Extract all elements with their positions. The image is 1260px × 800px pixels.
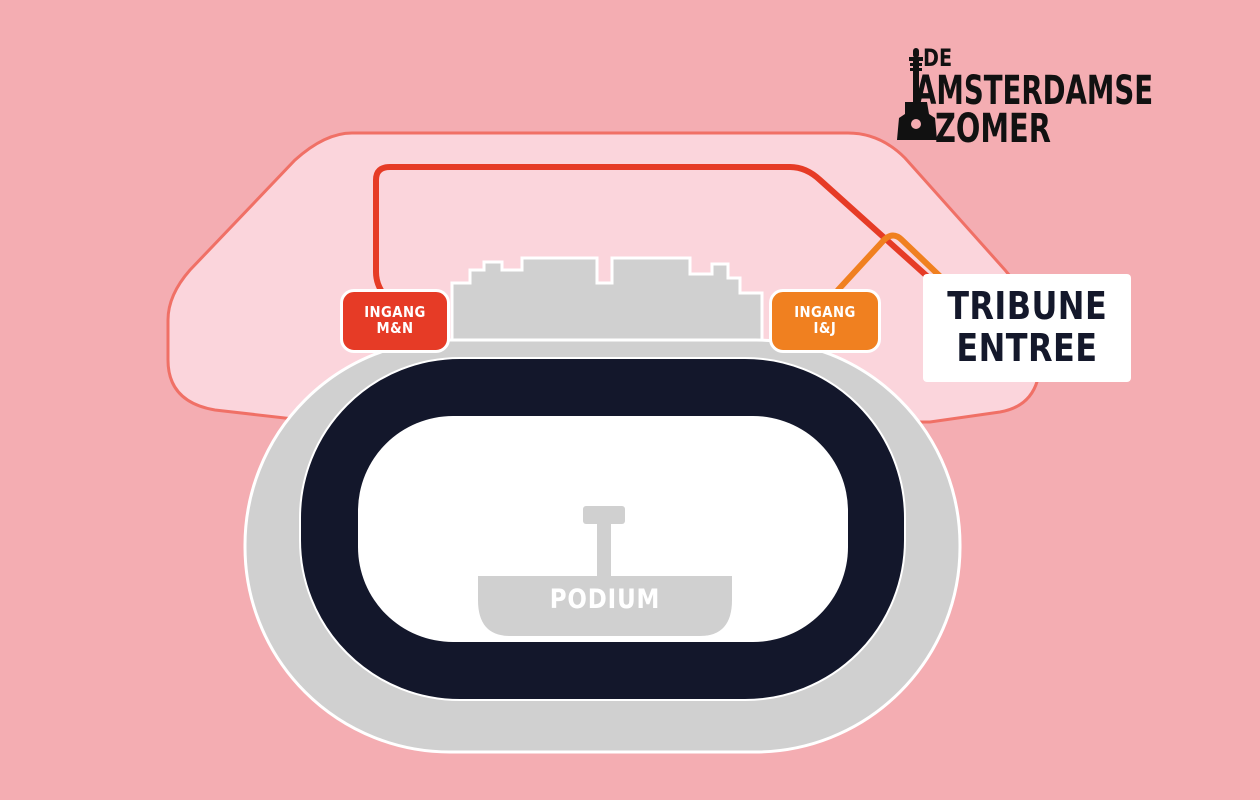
logo-line-zomer: ZOMER [935,106,1051,152]
podium-text: PODIUM [549,584,661,615]
route-ij [835,232,949,293]
gate-mn-label[interactable]: INGANG M&N [340,289,450,353]
gate-ij-line1: INGANG [794,303,856,322]
tribune-entrance-label[interactable]: TRIBUNE ENTREE [923,274,1131,382]
gate-mn-line2: M&N [376,319,414,337]
event-logo: DE AMSTERDAMSE ZOMER [895,44,1170,152]
gate-ij-line2: I&J [813,319,837,337]
podium-label: PODIUM [478,584,732,615]
logo-line-de: DE [923,44,953,72]
logo-line-amsterdamse: AMSTERDAMSE [915,68,1154,114]
podium-catwalk [597,520,611,576]
tribune-line2: ENTREE [956,326,1098,370]
tribune-line1: TRIBUNE [947,284,1107,329]
guitar-icon [897,48,937,140]
route-mn [373,164,941,299]
main-stand [450,256,764,357]
gate-ij-label[interactable]: INGANG I&J [769,289,881,353]
gate-mn-line1: INGANG [364,303,426,322]
podium-stage [478,576,732,636]
podium-mic [583,506,625,524]
